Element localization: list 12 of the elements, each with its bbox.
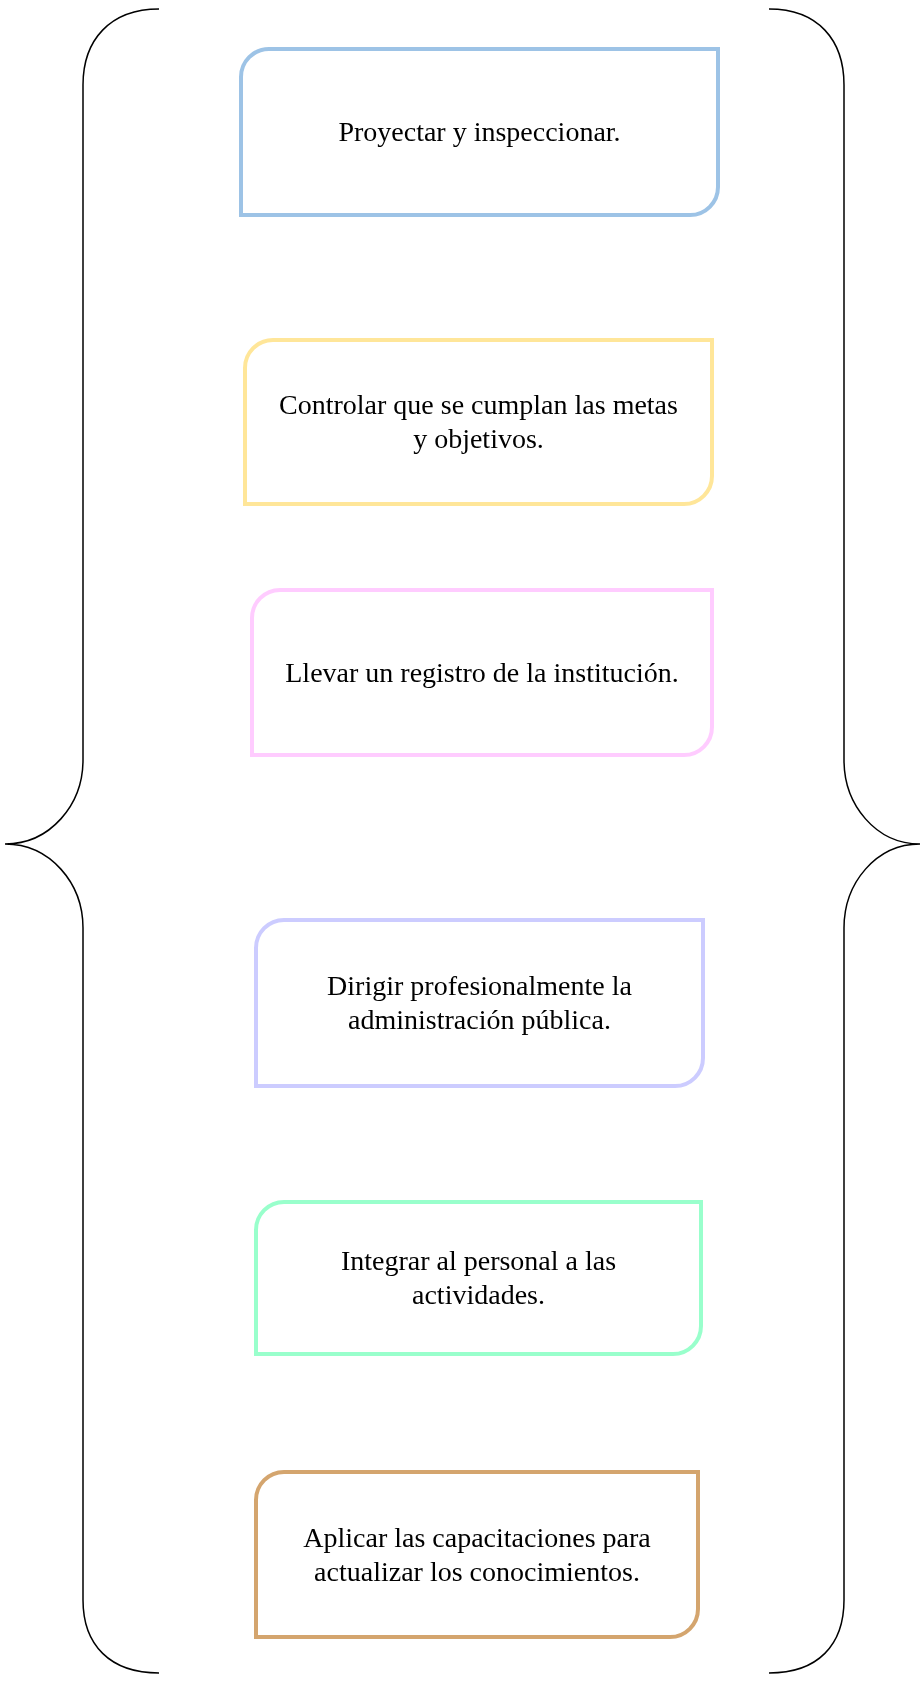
box-text: Controlar que se cumplan las metas y objetivos. xyxy=(278,388,679,456)
rounded-box xyxy=(254,1200,703,1356)
box-text: Proyectar y inspeccionar. xyxy=(338,115,621,149)
box-text: Aplicar las capacitaciones para actualizar los conocimientos. xyxy=(302,1520,652,1589)
rounded-box xyxy=(250,588,714,757)
rounded-box xyxy=(254,1470,700,1639)
rounded-box xyxy=(239,47,720,217)
rounded-box xyxy=(243,338,714,506)
rounded-box xyxy=(254,918,705,1088)
box-text: Integrar al personal a las actividades. xyxy=(339,1244,618,1312)
box-text: Dirigir profesionalmente la administración pública. xyxy=(326,969,633,1037)
box-text: Llevar un registro de la institución. xyxy=(285,655,679,690)
